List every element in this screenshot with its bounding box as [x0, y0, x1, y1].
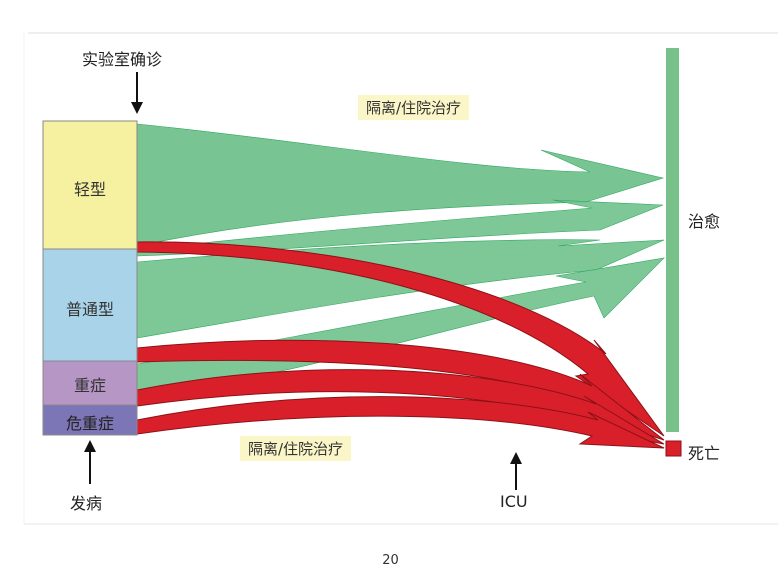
green-flows	[136, 123, 665, 397]
flow-common-to-cured	[136, 239, 665, 339]
category-boxes	[42, 120, 138, 436]
box-severe	[42, 360, 138, 406]
label-death: 死亡	[688, 444, 721, 463]
page-number: 20	[382, 553, 399, 568]
box-mild	[42, 120, 138, 250]
box-label-severe: 重症	[73, 376, 106, 395]
label-treatment-bottom: 隔离/住院治疗	[240, 436, 352, 461]
box-label-mild: 轻型	[73, 180, 106, 199]
label-cured: 治愈	[688, 212, 721, 231]
flow-critical-to-death	[136, 396, 665, 449]
arrow-down-icon	[131, 72, 143, 114]
box-common	[42, 248, 138, 362]
box-label-common: 普通型	[65, 300, 114, 319]
flow-severe-to-cured	[136, 257, 665, 397]
red-flows	[136, 241, 665, 449]
flow-mild-to-cured	[136, 123, 665, 247]
cured-bar	[666, 48, 679, 432]
box-label-critical: 危重症	[65, 414, 114, 433]
arrow-up-icon	[84, 440, 96, 484]
label-treatment-top: 隔离/住院治疗	[358, 95, 470, 120]
label-icu: ICU	[500, 492, 528, 511]
pointer-arrows	[84, 72, 522, 490]
label-onset: 发病	[70, 494, 103, 513]
arrow-up-icu-icon	[510, 452, 522, 490]
label-lab-confirm: 实验室确诊	[82, 50, 163, 69]
box-critical	[42, 404, 138, 436]
death-box	[665, 440, 682, 457]
